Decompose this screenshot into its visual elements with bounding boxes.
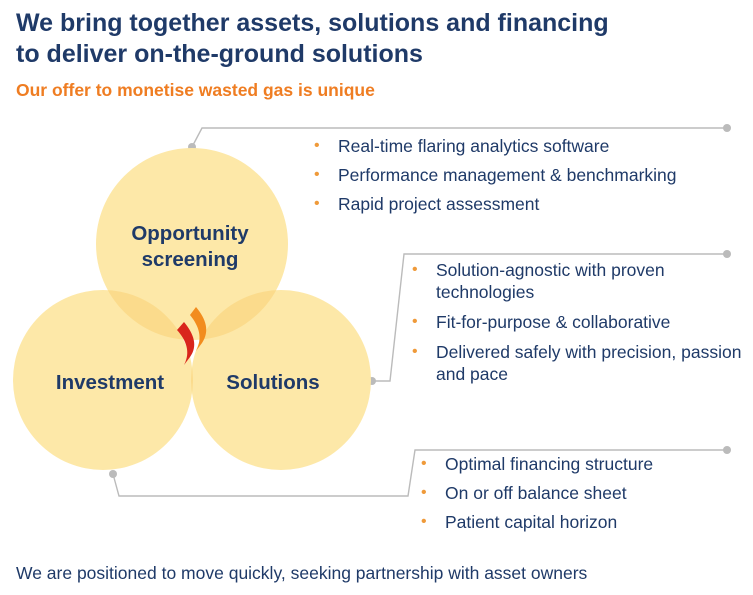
bullet-item: Patient capital horizon <box>421 511 741 533</box>
bullet-item: Optimal financing structure <box>421 453 741 475</box>
connector-line-screening <box>191 127 727 148</box>
bullet-item: Solution-agnostic with proven technologi… <box>412 259 742 303</box>
slide-subtitle: Our offer to monetise wasted gas is uniq… <box>16 80 375 100</box>
bullet-item: Performance management & benchmarking <box>314 164 744 186</box>
label-solutions: Solutions <box>226 371 319 394</box>
circle-opportunity-screening <box>96 148 288 340</box>
bullet-item: On or off balance sheet <box>421 482 741 504</box>
label-opportunity-line-2: screening <box>142 248 239 271</box>
label-opportunity-line-1: Opportunity <box>131 222 249 245</box>
footer-statement: We are positioned to move quickly, seeki… <box>16 563 588 583</box>
connector-dot-solutions-end <box>723 250 731 258</box>
bullet-item: Delivered safely with precision, passion… <box>412 341 742 385</box>
bullet-list-screening: Real-time flaring analytics software Per… <box>314 135 744 222</box>
bullet-item: Fit-for-purpose & collaborative <box>412 311 742 333</box>
connector-dot-investment-end <box>723 446 731 454</box>
connector-dot-investment-start <box>109 470 117 478</box>
circle-investment <box>13 290 193 470</box>
bullet-list-investment: Optimal financing structure On or off ba… <box>421 453 741 540</box>
connector-line-solutions <box>372 253 727 382</box>
bullet-item: Rapid project assessment <box>314 193 744 215</box>
flame-logo-icon <box>177 307 207 365</box>
flame-stroke-red <box>177 322 195 365</box>
circle-solutions <box>191 290 371 470</box>
label-investment: Investment <box>56 371 164 394</box>
flame-stroke-orange <box>190 307 207 351</box>
bullet-list-solutions: Solution-agnostic with proven technologi… <box>412 259 742 393</box>
bullet-item: Real-time flaring analytics software <box>314 135 744 157</box>
slide-title-line-1: We bring together assets, solutions and … <box>16 9 609 37</box>
connector-dot-screening-end <box>723 124 731 132</box>
slide-title: We bring together assets, solutions and … <box>16 8 736 70</box>
slide-title-line-2: to deliver on-the-ground solutions <box>16 40 423 68</box>
connector-line-investment <box>112 449 727 497</box>
